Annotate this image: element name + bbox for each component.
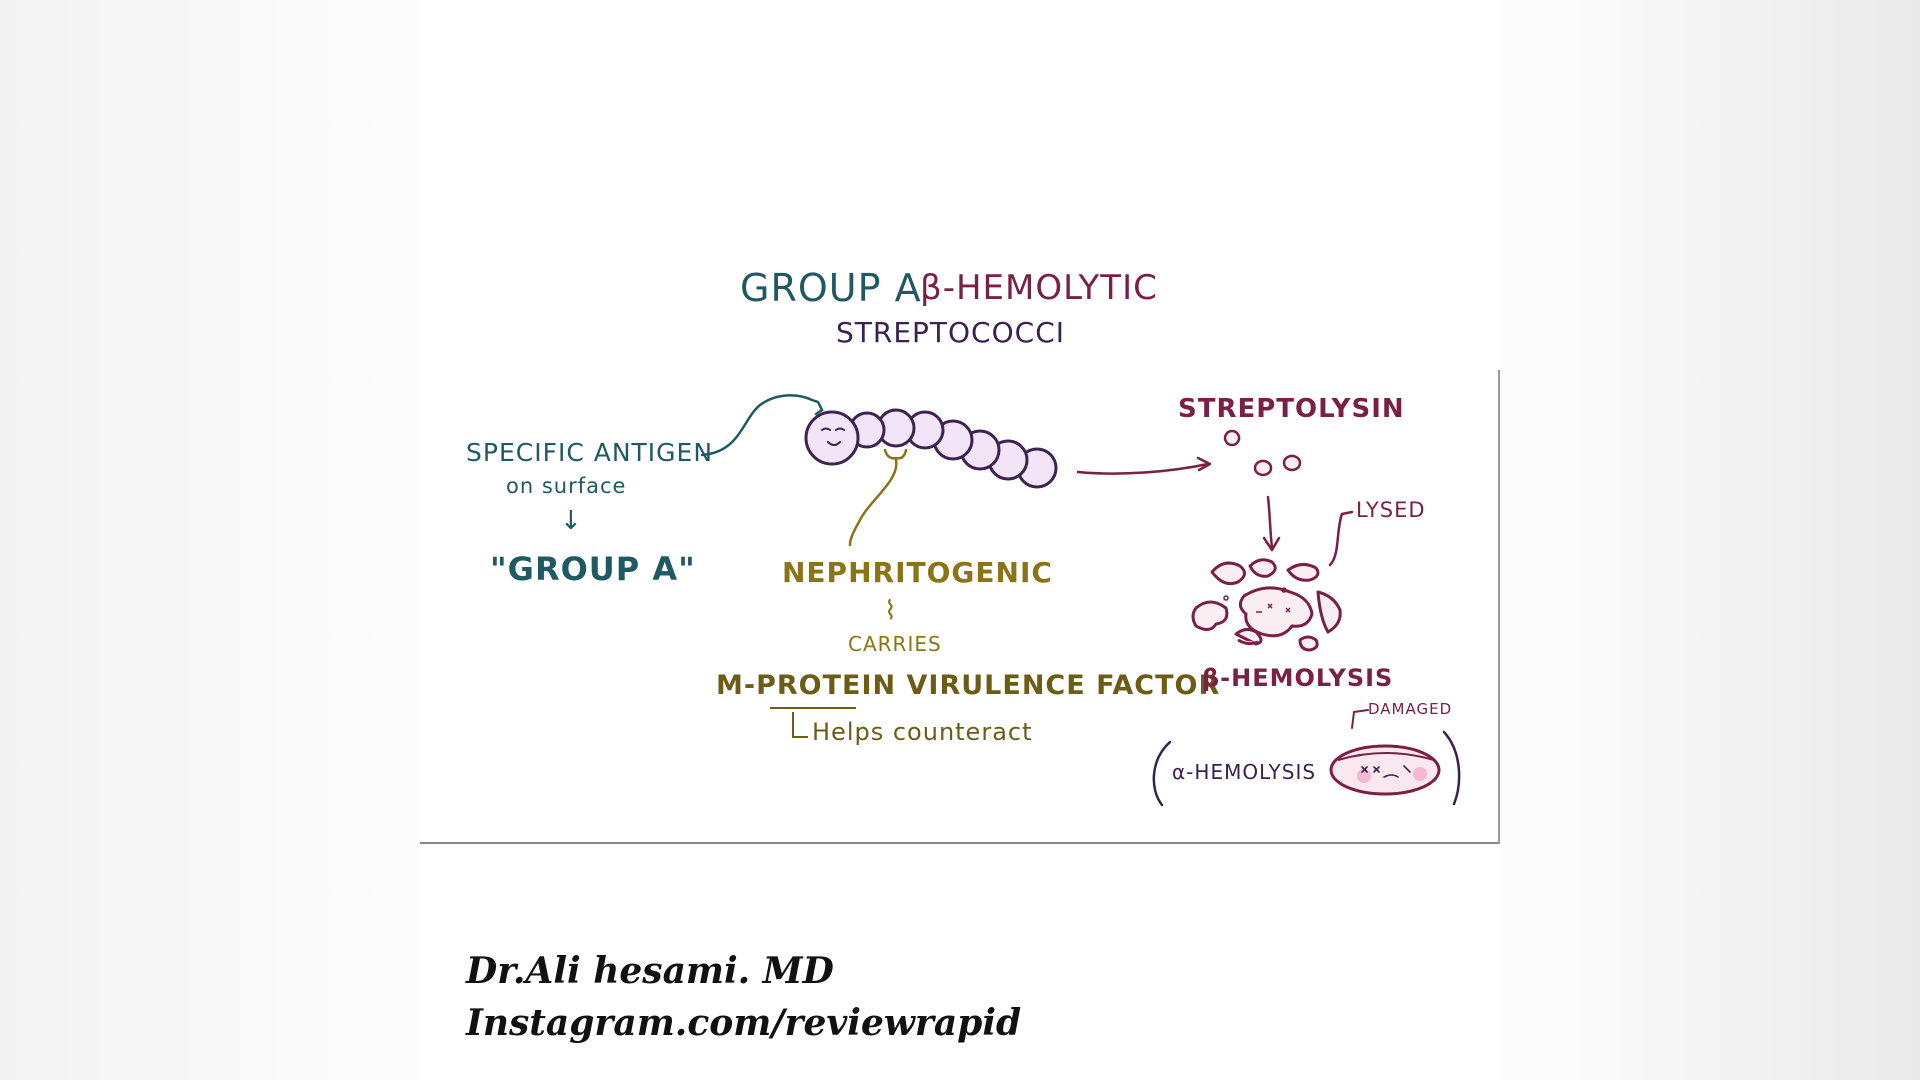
frame-border-bottom <box>420 842 1500 844</box>
antigen-connector-line <box>700 394 824 457</box>
damaged-label: DAMAGED <box>1368 700 1453 718</box>
coccus-face <box>821 427 845 446</box>
left-parenthesis <box>1152 740 1172 807</box>
coccus-cell <box>804 410 860 466</box>
nephritogenic-label: NEPHRITOGENIC <box>782 556 1053 589</box>
streptolysin-label: STREPTOLYSIN <box>1178 394 1405 424</box>
streptococcus-chain <box>804 408 1058 489</box>
lysed-cell-marks <box>1223 587 1291 613</box>
m-protein-label: M-PROTEIN VIRULENCE FACTOR <box>716 670 1221 701</box>
lysed-cell-fragments <box>1191 558 1342 652</box>
streptolysin-arrow <box>1076 462 1210 475</box>
streptolysin-molecules <box>1223 429 1302 477</box>
nephritogenic-brace: ⌇ <box>884 596 898 626</box>
beta-hemolysis-label: β-HEMOLYSIS <box>1202 664 1394 692</box>
group-a-result: "GROUP A" <box>490 550 696 588</box>
antigen-down-arrow: ↓ <box>560 506 583 536</box>
m-protein-underline <box>770 707 856 709</box>
title-beta-hemolytic: β-HEMOLYTIC <box>920 268 1158 308</box>
whiteboard-panel <box>420 0 1500 1080</box>
helps-bracket <box>792 712 808 738</box>
title-streptococci: STREPTOCOCCI <box>836 316 1065 349</box>
damaged-red-cell <box>1329 744 1441 796</box>
frame-border-right <box>1498 370 1500 844</box>
antigen-surface-label: on surface <box>506 474 627 498</box>
right-parenthesis <box>1442 730 1461 806</box>
alpha-hemolysis-label: α-HEMOLYSIS <box>1172 760 1317 784</box>
author-credit: Dr.Ali hesami. MD <box>466 950 834 992</box>
lysed-label: LYSED <box>1356 498 1426 522</box>
title-group-a: GROUP A <box>740 266 922 310</box>
lysed-connector-line <box>1328 510 1354 567</box>
helps-counteract-label: Helps counteract <box>812 718 1033 746</box>
antigen-label: SPECIFIC ANTIGEN <box>466 438 714 467</box>
instagram-link[interactable]: Instagram.com/reviewrapid <box>466 1002 1022 1044</box>
damaged-connector-line <box>1351 709 1369 729</box>
nephritogenic-connector-line <box>848 448 908 547</box>
carries-label: CARRIES <box>848 632 942 656</box>
hemolysis-arrow <box>1266 495 1274 550</box>
